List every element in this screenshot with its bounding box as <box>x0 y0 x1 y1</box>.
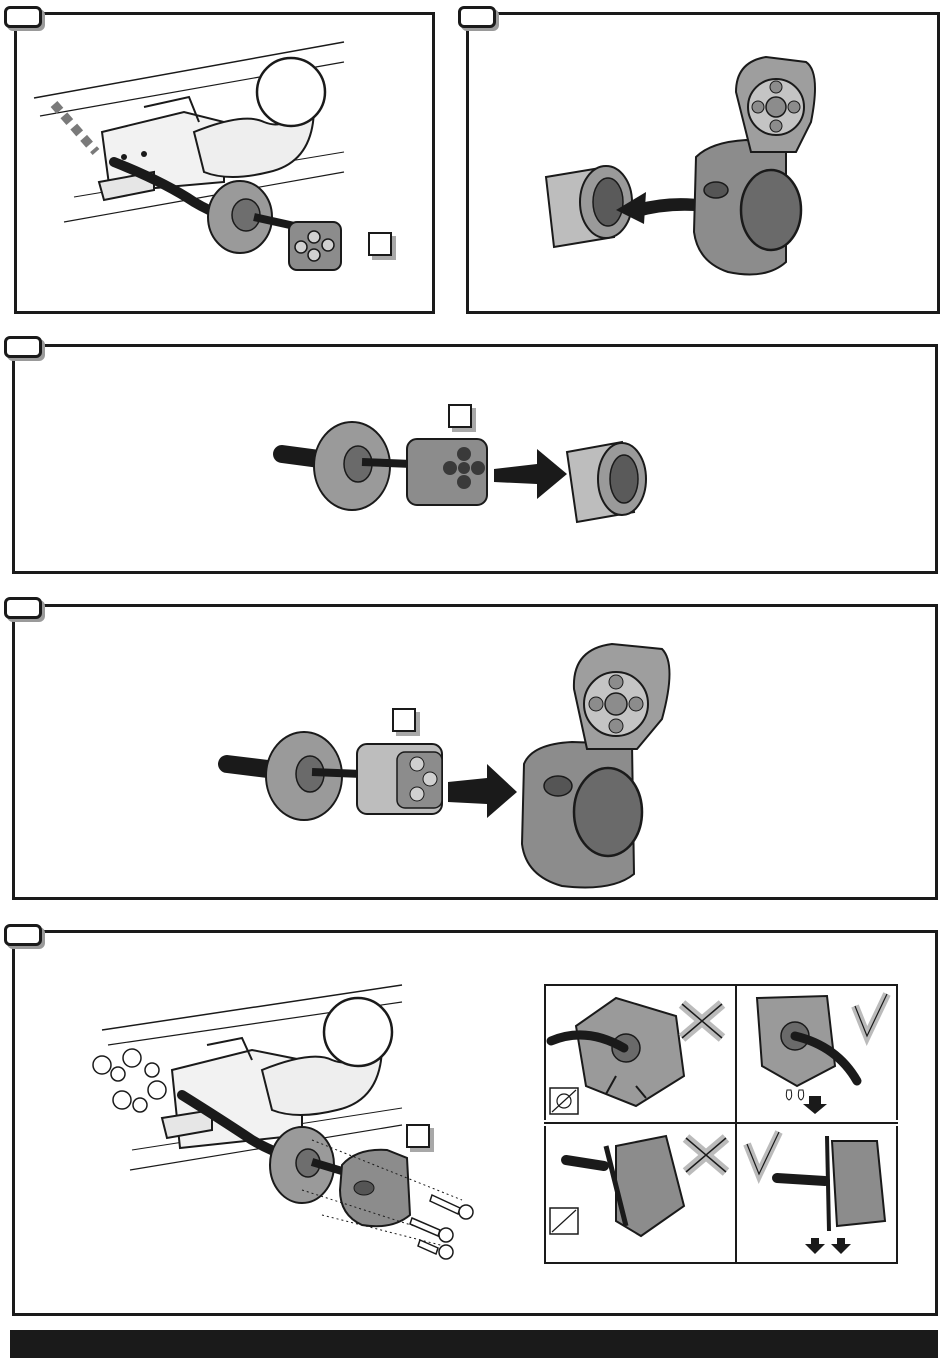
step-2-illustration <box>466 12 940 314</box>
hint-4-correct-socket-orientation <box>737 1126 897 1262</box>
step-3-illustration <box>12 344 938 574</box>
cross-mark-icon <box>686 1138 726 1172</box>
footer-bar <box>10 1330 938 1358</box>
step-4-illustration <box>12 604 938 900</box>
hint-1-incorrect-plate-orientation <box>546 986 734 1119</box>
check-mark-icon <box>747 1132 779 1174</box>
check-mark-icon <box>855 994 887 1036</box>
step-5-illustration <box>12 930 532 1316</box>
hint-3-incorrect-socket-orientation <box>546 1126 734 1262</box>
step-1-marker-box <box>368 232 392 256</box>
hint-2-correct-plate-orientation <box>737 986 897 1119</box>
step-1-illustration <box>14 12 435 314</box>
cross-mark-icon <box>682 1004 722 1038</box>
